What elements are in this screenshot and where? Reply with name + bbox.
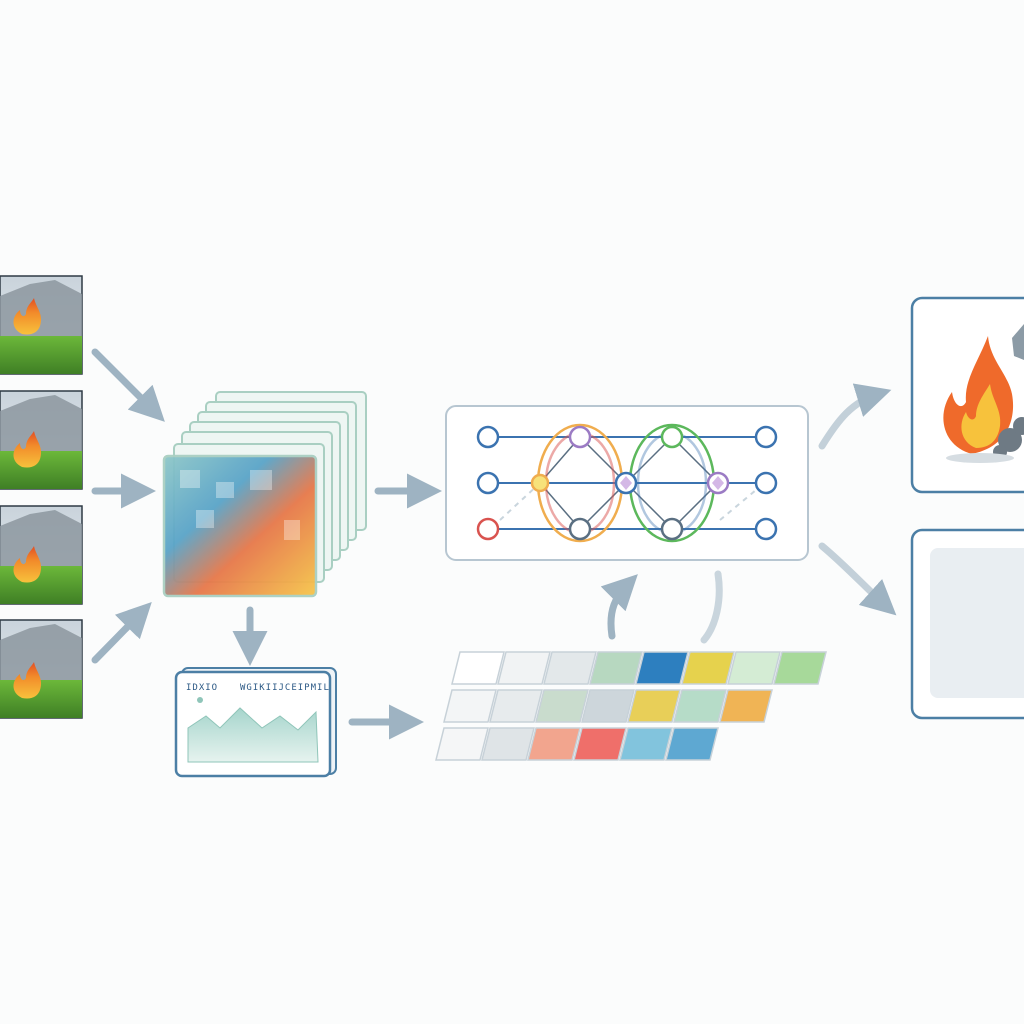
chart-header-left: IDXIO — [186, 683, 218, 693]
arrow-graph-output-empty — [818, 542, 897, 616]
arrow-frame1-stack — [91, 348, 165, 422]
heatmap-front — [162, 454, 318, 598]
node — [476, 471, 500, 495]
node — [754, 517, 778, 541]
input-frame-3 — [0, 505, 83, 605]
token-cell — [435, 727, 489, 761]
token-cell — [635, 651, 689, 685]
arrow-graph-output-fire — [818, 383, 892, 450]
token-cell — [451, 651, 505, 685]
token-cell — [497, 651, 551, 685]
token-grid — [435, 651, 827, 761]
arrow-frame4-stack — [91, 601, 152, 664]
token-cell — [665, 727, 719, 761]
input-frame-1 — [0, 275, 83, 375]
node — [530, 473, 550, 493]
graph-panel — [445, 405, 809, 561]
input-frame-4 — [0, 619, 83, 719]
token-cell — [627, 689, 681, 723]
token-cell — [619, 727, 673, 761]
smoke-icon — [0, 395, 82, 451]
input-frames — [0, 275, 83, 719]
node — [660, 517, 684, 541]
node — [754, 471, 778, 495]
fire-icon — [13, 298, 42, 335]
input-frame-2 — [0, 390, 83, 490]
token-cell — [589, 651, 643, 685]
arrows-into-stack — [91, 348, 165, 664]
fire-icon — [13, 662, 42, 699]
fire-icon — [13, 546, 42, 583]
token-cell — [681, 651, 735, 685]
chart-header-right: WGIKIIJCEIPMIL — [240, 683, 330, 693]
node — [754, 425, 778, 449]
output-empty-card — [910, 528, 1024, 720]
token-cell — [581, 689, 635, 723]
smoke-icon — [0, 510, 82, 566]
smoke-icon — [0, 624, 82, 680]
token-cell — [443, 689, 497, 723]
arrow-graph-tokens — [700, 570, 723, 644]
time-series-card: IDXIO WGIKIIJCEIPMIL — [174, 667, 337, 778]
token-cell — [727, 651, 781, 685]
node — [476, 425, 500, 449]
token-cell — [773, 651, 827, 685]
token-cell — [543, 651, 597, 685]
marker-icon — [197, 697, 203, 703]
token-cell — [673, 689, 727, 723]
token-cell — [481, 727, 535, 761]
token-cell — [535, 689, 589, 723]
token-cell — [573, 727, 627, 761]
output-fire-card — [910, 296, 1024, 494]
token-cell — [489, 689, 543, 723]
node — [476, 517, 500, 541]
token-cell — [527, 727, 581, 761]
mountain-series — [187, 707, 319, 763]
node — [568, 425, 592, 449]
arrow-tokens-graph — [600, 574, 638, 640]
fire-icon — [13, 431, 42, 468]
feature-map-stack — [162, 391, 367, 598]
node — [568, 517, 592, 541]
token-cell — [719, 689, 773, 723]
node — [660, 425, 684, 449]
